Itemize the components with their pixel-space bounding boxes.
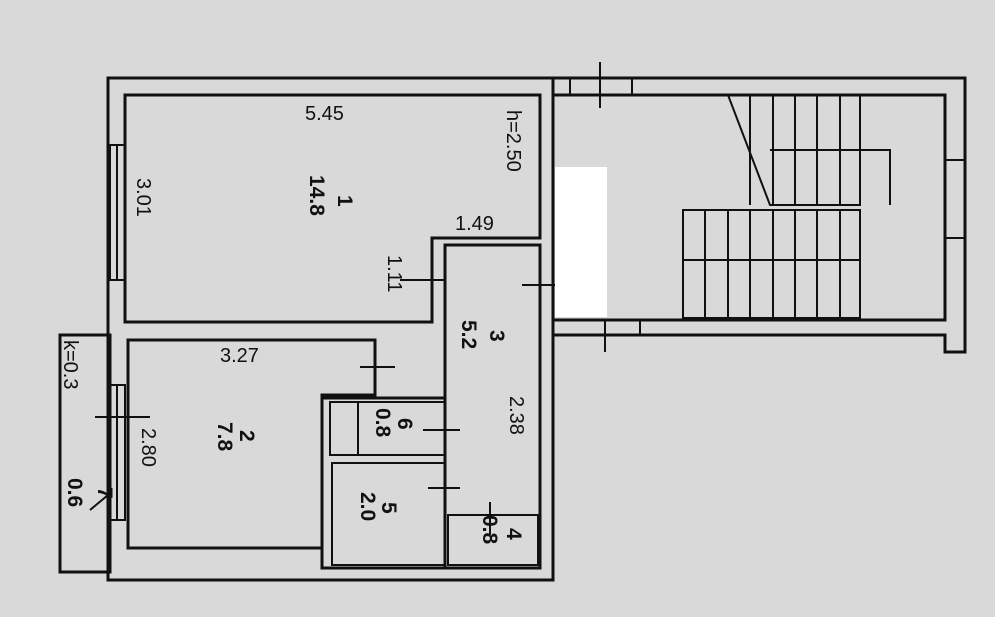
room-6-label: 6 0.8 — [371, 408, 416, 438]
room-5-label: 5 2.0 — [356, 492, 400, 521]
room-4-outline — [447, 514, 539, 566]
svg-text:0.8: 0.8 — [371, 408, 394, 438]
svg-text:14.8: 14.8 — [305, 175, 328, 216]
room-2-outline — [126, 338, 377, 550]
dim-notch-length: 1.49 — [455, 213, 494, 235]
redaction-mask — [555, 167, 607, 317]
staircase — [553, 62, 967, 354]
room-4-label: 4 0.8 — [478, 515, 525, 545]
room-2-label: 2 7.8 — [213, 422, 258, 452]
ceiling-height: h=2.50 — [502, 110, 524, 172]
room-1-outline — [123, 93, 542, 324]
balcony-outline — [58, 333, 112, 574]
svg-text:2: 2 — [235, 430, 258, 442]
dim-room1-width: 3.01 — [132, 178, 154, 217]
svg-text:5: 5 — [377, 502, 400, 514]
dim-room2-length: 3.27 — [220, 345, 259, 367]
balcony-coefficient: k=0.3 — [59, 340, 81, 389]
room-5-outline — [331, 462, 446, 566]
dim-corridor-length: 2.38 — [505, 396, 527, 435]
room-3-label: 3 5.2 — [457, 320, 508, 349]
room-7-label: 7 0.6 — [63, 478, 116, 507]
svg-text:3: 3 — [485, 330, 508, 342]
svg-text:2.0: 2.0 — [356, 492, 379, 521]
svg-text:6: 6 — [393, 418, 416, 430]
svg-text:0.6: 0.6 — [63, 478, 86, 507]
svg-text:7.8: 7.8 — [213, 422, 236, 452]
svg-text:1: 1 — [333, 195, 356, 207]
dim-room1-length: 5.45 — [305, 103, 344, 125]
room-1-label: 1 14.8 — [305, 175, 356, 216]
dim-room2-width: 2.80 — [137, 428, 159, 467]
stair-window — [944, 159, 966, 239]
bath-block-outline — [320, 396, 447, 570]
svg-text:5.2: 5.2 — [457, 320, 480, 349]
svg-text:4: 4 — [502, 528, 525, 540]
apartment-walls — [58, 76, 555, 582]
svg-text:0.8: 0.8 — [478, 515, 501, 545]
dim-notch-width: 1.11 — [383, 255, 405, 292]
room-6-outline — [329, 401, 446, 456]
svg-text:7: 7 — [93, 487, 116, 499]
